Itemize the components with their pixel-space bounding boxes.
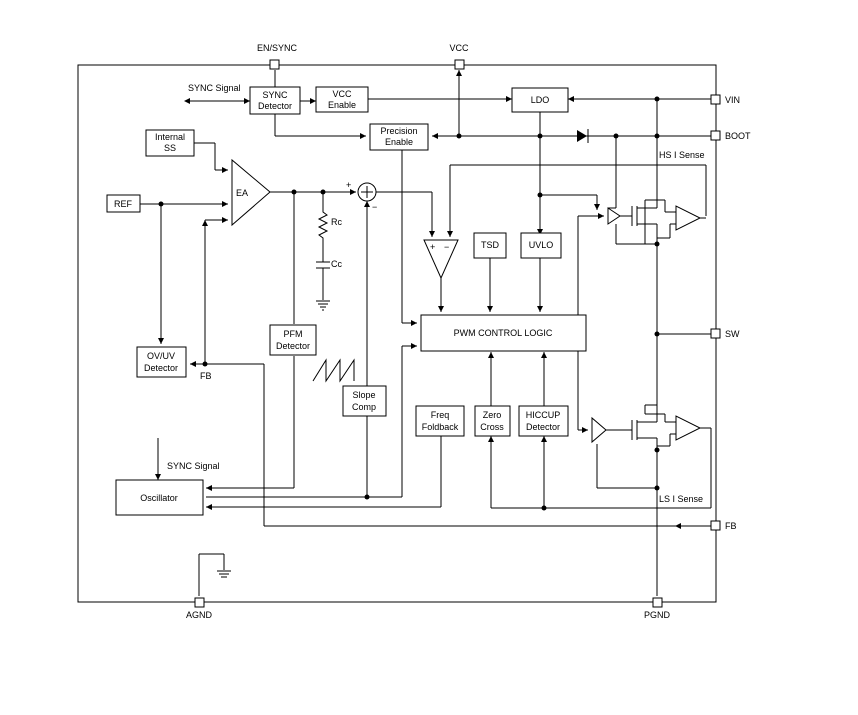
fb-internal-label: FB <box>200 371 212 381</box>
svg-text:Zero: Zero <box>483 410 502 420</box>
precision-enable-block: Precision Enable <box>369 123 429 151</box>
svg-text:Slope: Slope <box>352 390 375 400</box>
svg-text:EN/SYNC: EN/SYNC <box>257 43 298 53</box>
hiccup-detector-block: HICCUP Detector <box>518 405 569 437</box>
pfm-detector-block: PFM Detector <box>269 324 317 356</box>
internal-ss-block: Internal SS <box>145 129 195 157</box>
svg-text:OV/UV: OV/UV <box>147 351 175 361</box>
hs-i-sense-label: HS I Sense <box>659 150 705 160</box>
sawtooth-icon <box>312 358 355 383</box>
svg-text:VIN: VIN <box>725 95 740 105</box>
ldo-block: LDO <box>511 87 569 113</box>
svg-text:Comp: Comp <box>352 402 376 412</box>
pin-en-sync: EN/SYNC <box>257 43 298 70</box>
tsd-block: TSD <box>473 232 507 259</box>
sync-signal-label-top: SYNC Signal <box>188 83 241 93</box>
pin-boot: BOOT <box>710 130 751 141</box>
uvlo-block: UVLO <box>520 232 562 259</box>
freq-foldback-block: Freq Foldback <box>415 405 465 437</box>
svg-text:UVLO: UVLO <box>529 240 554 250</box>
svg-text:Detector: Detector <box>144 363 178 373</box>
arrowheads <box>155 70 681 529</box>
svg-text:LDO: LDO <box>531 95 550 105</box>
ref-block: REF <box>106 194 141 213</box>
zero-cross-block: Zero Cross <box>474 405 511 437</box>
svg-text:REF: REF <box>114 199 133 209</box>
pin-agnd: AGND <box>186 597 213 620</box>
pwm-control-logic-block: PWM CONTROL LOGIC <box>420 314 587 352</box>
svg-text:SS: SS <box>164 143 176 153</box>
svg-text:AGND: AGND <box>186 610 213 620</box>
svg-text:Cross: Cross <box>480 422 504 432</box>
svg-text:Foldback: Foldback <box>422 422 459 432</box>
rc-label: Rc <box>331 217 342 227</box>
svg-text:Precision: Precision <box>380 126 417 136</box>
vcc-enable-block: VCC Enable <box>315 86 369 113</box>
svg-text:Internal: Internal <box>155 132 185 142</box>
cc-label: Cc <box>331 259 342 269</box>
low-side-switch <box>591 404 711 450</box>
svg-text:PGND: PGND <box>644 610 671 620</box>
pwm-comparator: + − <box>423 239 459 280</box>
comparator-plus-label: + <box>430 242 435 252</box>
pin-sw: SW <box>710 328 740 339</box>
svg-text:PWM CONTROL LOGIC: PWM CONTROL LOGIC <box>454 328 553 338</box>
wires <box>140 70 712 596</box>
svg-text:VCC: VCC <box>449 43 469 53</box>
comparator-minus-label: − <box>444 242 449 252</box>
sum-minus-label: − <box>372 202 377 212</box>
pin-pgnd: PGND <box>644 597 671 620</box>
oscillator-block: Oscillator <box>115 479 204 516</box>
svg-text:Detector: Detector <box>526 422 560 432</box>
ls-i-sense-label: LS I Sense <box>659 494 703 504</box>
svg-text:TSD: TSD <box>481 240 500 250</box>
svg-text:SW: SW <box>725 329 740 339</box>
svg-text:Detector: Detector <box>276 341 310 351</box>
svg-text:FB: FB <box>725 521 737 531</box>
pin-vcc: VCC <box>449 43 469 70</box>
pin-fb: FB <box>710 520 737 531</box>
svg-text:Detector: Detector <box>258 101 292 111</box>
svg-text:Oscillator: Oscillator <box>140 493 178 503</box>
ea-label: EA <box>236 188 248 198</box>
svg-text:HICCUP: HICCUP <box>526 410 561 420</box>
summing-node: + − <box>346 180 377 212</box>
svg-text:Enable: Enable <box>385 137 413 147</box>
sync-detector-block: SYNC Detector <box>249 86 301 115</box>
svg-text:Enable: Enable <box>328 100 356 110</box>
high-side-switch <box>607 199 706 245</box>
sum-plus-label: + <box>346 180 351 190</box>
svg-text:VCC: VCC <box>332 89 352 99</box>
svg-text:Freq: Freq <box>431 410 450 420</box>
error-amplifier: EA <box>231 158 271 227</box>
svg-text:PFM: PFM <box>284 329 303 339</box>
ov-uv-detector-block: OV/UV Detector <box>136 346 187 378</box>
svg-text:SYNC: SYNC <box>262 90 288 100</box>
svg-text:BOOT: BOOT <box>725 131 751 141</box>
sync-signal-label-bottom: SYNC Signal <box>167 461 220 471</box>
junction-dots <box>158 96 660 511</box>
slope-comp-block: Slope Comp <box>342 385 387 417</box>
pin-vin: VIN <box>710 94 740 105</box>
